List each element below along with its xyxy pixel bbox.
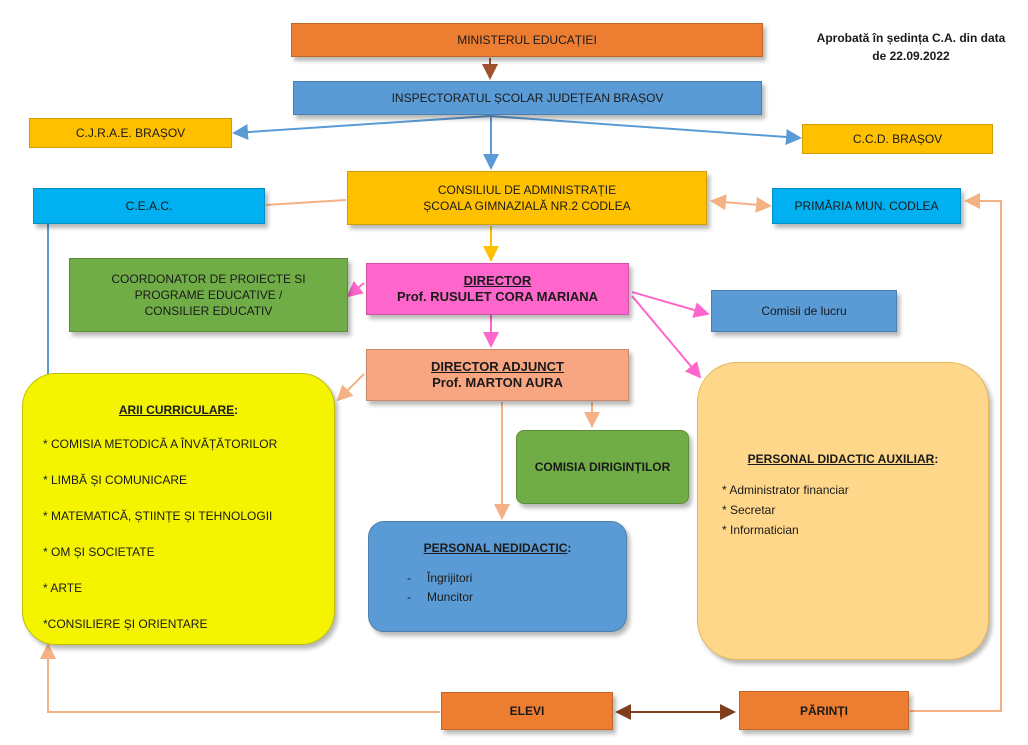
arrow-consiliu-primaria	[710, 194, 772, 213]
ccd-box: C.C.D. BRAȘOV	[802, 124, 993, 154]
comisia-dirigintilor-label: COMISIA DIRIGINȚILOR	[534, 460, 671, 474]
parinti-label: PĂRINȚI	[800, 703, 848, 718]
cjrae-box: C.J.R.A.E. BRAȘOV	[29, 118, 232, 148]
arrow-director-pda	[631, 295, 702, 379]
pn-item-text: Muncitor	[427, 590, 474, 604]
arii-curriculare-title: ARII CURRICULARE	[118, 403, 235, 417]
primaria-box: PRIMĂRIA MUN. CODLEA	[772, 188, 961, 224]
comisii-box: Comisii de lucru	[711, 290, 897, 332]
coordonator-box: COORDONATOR DE PROIECTE SI PROGRAME EDUC…	[69, 258, 348, 332]
list-item: * Administrator financiar	[722, 483, 849, 497]
consiliu-box: CONSILIUL DE ADMINISTRAȚIE ȘCOALA GIMNAZ…	[347, 171, 707, 225]
parinti-box: PĂRINȚI	[739, 691, 909, 730]
arrow-inspectorat-ccd	[489, 115, 802, 145]
pn-suffix: :	[567, 541, 572, 555]
list-item: * Secretar	[722, 503, 776, 517]
arii-curriculare-suffix: :	[234, 403, 239, 417]
pda-list: * Administrator financiar * Secretar * I…	[698, 481, 849, 541]
ministerul-label: MINISTERUL EDUCAȚIEI	[457, 33, 597, 47]
coordonator-line-2: PROGRAME EDUCATIVE /	[134, 288, 283, 302]
list-item: *CONSILIERE ȘI ORIENTARE	[43, 617, 208, 631]
arii-curriculare-heading: ARII CURRICULARE :	[23, 402, 334, 418]
arrow-inspectorat-cjrae	[232, 115, 491, 141]
arrow-adjunct-arii	[336, 373, 365, 402]
consiliu-line-1: CONSILIUL DE ADMINISTRAȚIE	[437, 183, 617, 197]
list-item: - Îngrijitori	[407, 570, 473, 587]
comisii-label: Comisii de lucru	[761, 304, 847, 318]
director-adjunct-name: Prof. MARTON AURA	[432, 375, 563, 390]
pda-heading: PERSONAL DIDACTIC AUXILIAR :	[698, 451, 988, 467]
list-item: * OM ȘI SOCIETATE	[43, 545, 155, 559]
director-adjunct-box: DIRECTOR ADJUNCT Prof. MARTON AURA	[366, 349, 629, 401]
link-consiliu-ceac	[265, 199, 347, 206]
consiliu-line-2: ȘCOALA GIMNAZIALĂ NR.2 CODLEA	[423, 199, 631, 213]
dash-bullet: -	[407, 590, 411, 604]
pda-title: PERSONAL DIDACTIC AUXILIAR	[747, 452, 935, 466]
arrow-parinti-primaria	[910, 193, 1002, 712]
director-title: DIRECTOR	[463, 273, 532, 288]
list-item: * MATEMATICĂ, ȘTIINȚE ȘI TEHNOLOGII	[43, 509, 273, 523]
personal-nedidactic-box: PERSONAL NEDIDACTIC : - Îngrijitori - Munc…	[368, 521, 627, 632]
cjrae-label: C.J.R.A.E. BRAȘOV	[75, 126, 186, 140]
list-item: - Muncitor	[407, 589, 473, 606]
pn-heading: PERSONAL NEDIDACTIC :	[369, 540, 626, 556]
list-item: * Informatician	[722, 523, 799, 537]
arii-curriculare-box: ARII CURRICULARE : * COMISIA METODICĂ A …	[22, 373, 335, 645]
ministerul-box: MINISTERUL EDUCAȚIEI	[291, 23, 763, 57]
approval-note: Aprobată în ședința C.A. din data de 22.…	[806, 29, 1016, 65]
pn-item-text: Îngrijitori	[427, 571, 473, 585]
director-name: Prof. RUSULET CORA MARIANA	[396, 289, 598, 304]
coordonator-line-3: CONSILIER EDUCATIV	[144, 304, 273, 318]
arrow-elevi-arii	[40, 643, 440, 713]
inspectoratul-label: INSPECTORATUL ȘCOLAR JUDEȚEAN BRAȘOV	[391, 91, 664, 105]
list-item: * LIMBĂ ȘI COMUNICARE	[43, 473, 188, 487]
pda-suffix: :	[934, 452, 939, 466]
elevi-box: ELEVI	[441, 692, 613, 730]
comisia-dirigintilor-box: COMISIA DIRIGINȚILOR	[516, 430, 689, 504]
pn-list: - Îngrijitori - Muncitor	[369, 570, 473, 608]
pn-title: PERSONAL NEDIDACTIC	[423, 541, 568, 555]
dash-bullet: -	[407, 571, 411, 585]
director-box: DIRECTOR Prof. RUSULET CORA MARIANA	[366, 263, 629, 315]
arrow-director-comisii	[631, 291, 710, 318]
coordonator-line-1: COORDONATOR DE PROIECTE SI	[111, 272, 306, 286]
approval-line-2: de 22.09.2022	[872, 49, 950, 63]
list-item: * ARTE	[43, 581, 83, 595]
arii-curriculare-list: * COMISIA METODICĂ A ÎNVĂȚĂTORILOR * LIM…	[23, 436, 277, 652]
ceac-box: C.E.A.C.	[33, 188, 265, 224]
arrow-director-coordonator	[346, 280, 365, 298]
primaria-label: PRIMĂRIA MUN. CODLEA	[794, 199, 939, 213]
ceac-label: C.E.A.C.	[125, 199, 173, 213]
personal-didactic-auxiliar-box: PERSONAL DIDACTIC AUXILIAR : * Administr…	[697, 362, 989, 660]
approval-line-1: Aprobată în ședința C.A. din data	[816, 31, 1006, 45]
inspectoratul-box: INSPECTORATUL ȘCOLAR JUDEȚEAN BRAȘOV	[293, 81, 762, 115]
list-item: * COMISIA METODICĂ A ÎNVĂȚĂTORILOR	[43, 437, 278, 451]
elevi-label: ELEVI	[509, 704, 545, 718]
director-adjunct-title: DIRECTOR ADJUNCT	[431, 359, 564, 374]
ccd-label: C.C.D. BRAȘOV	[852, 132, 943, 146]
